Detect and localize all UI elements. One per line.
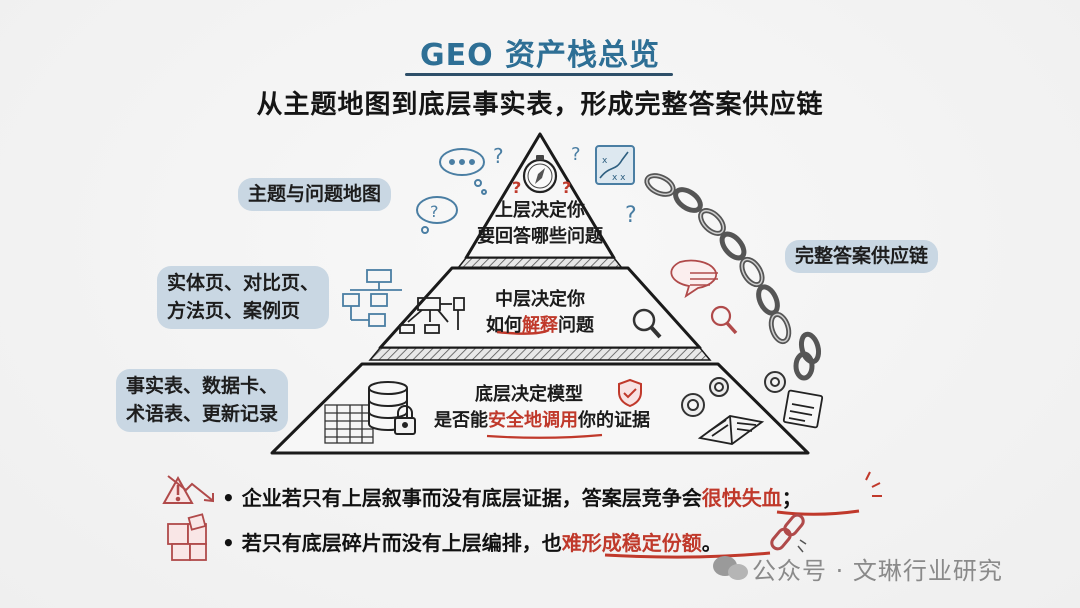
label-text-line2: 方法页、案例页 [167, 299, 301, 322]
label-text-line1: 实体页、对比页、 [167, 272, 320, 294]
bullet-text: 若只有底层碎片而没有上层编排，也 [241, 531, 562, 555]
puzzle-icon [167, 513, 207, 561]
label-text: 完整答案供应链 [795, 245, 929, 267]
highlight-underline [776, 509, 860, 516]
magnifier-icon [710, 305, 738, 335]
svg-text:x: x [602, 156, 608, 166]
emphasis-marks-icon [865, 471, 882, 497]
bullet-item: • 若只有底层碎片而没有上层编排，也难形成稳定份额。 [222, 527, 722, 556]
text-suffix: 问题 [558, 315, 594, 337]
shield-check-icon [618, 378, 642, 408]
title-underline [405, 73, 673, 76]
text-suffix: 你的证据 [578, 410, 650, 432]
thought-bubble-icon [439, 148, 487, 195]
highlight-underline [604, 551, 771, 559]
label-answer-supply-chain: 完整答案供应链 [785, 240, 939, 273]
page-title: GEO 资产栈总览 [419, 38, 661, 73]
bottom-tier-text: 底层决定模型 是否能安全地调用你的证据 [412, 382, 672, 434]
middle-tier-text: 中层决定你 如何解释问题 [440, 287, 640, 339]
question-mark-icon: ? [571, 144, 581, 165]
warning-decline-icon [162, 475, 214, 504]
tier-line1: 上层决定你 [495, 200, 585, 221]
tier-line2: 要回答哪些问题 [477, 226, 603, 248]
notepad-icon [782, 389, 824, 429]
magnifier-icon [632, 308, 662, 339]
tier-line1: 中层决定你 [495, 289, 585, 310]
bullet-suffix: ； [781, 486, 802, 510]
lock-icon [394, 405, 416, 435]
bullet-highlight: 很快失血 [701, 486, 782, 510]
bullet-highlight: 难形成稳定份额 [561, 531, 702, 555]
text-highlight: 安全地调用 [488, 410, 578, 432]
flowchart-icon [342, 269, 402, 327]
highlight-underline [496, 328, 550, 335]
question-mark-icon: ? [512, 178, 521, 197]
question-mark-icon: ? [562, 178, 571, 197]
text-prefix: 是否能 [434, 410, 488, 432]
page-subtitle: 从主题地图到底层事实表，形成完整答案供应链 [256, 90, 824, 120]
text-highlight: 解释 [522, 315, 558, 337]
thought-bubble-icon [416, 196, 458, 234]
bullet-dot: • [222, 486, 235, 510]
text-prefix: 如何 [486, 315, 522, 337]
map-strategy-icon: x x x [595, 145, 635, 185]
watermark: 公众号 · 文琳行业研究 [752, 557, 1003, 585]
label-text-line1: 事实表、数据卡、 [126, 375, 279, 397]
speech-bubble-icon [670, 259, 718, 299]
label-content-pages: 实体页、对比页、 方法页、案例页 [157, 266, 330, 330]
question-mark-icon: ? [625, 203, 637, 228]
bullet-suffix: 。 [701, 531, 722, 555]
highlight-underline [486, 433, 603, 439]
tier-line2: 如何解释问题 [440, 313, 640, 339]
pyramid-top-tier [456, 132, 624, 269]
question-mark-icon: ? [430, 202, 439, 221]
gears-icon [681, 371, 786, 417]
spreadsheet-icon [324, 404, 374, 444]
question-mark-icon: ? [493, 144, 504, 168]
bullet-item: • 企业若只有上层叙事而没有底层证据，答案层竞争会很快失血； [222, 482, 802, 511]
bullet-dot: • [222, 531, 235, 555]
label-topic-question-map: 主题与问题地图 [238, 178, 392, 211]
label-data-assets: 事实表、数据卡、 术语表、更新记录 [116, 369, 289, 433]
broken-link-icon [770, 513, 805, 551]
pyramid-middle-tier [368, 266, 712, 361]
bullet-text: 企业若只有上层叙事而没有底层证据，答案层竞争会 [241, 486, 702, 510]
tier-line1: 底层决定模型 [475, 384, 583, 405]
label-text-line2: 术语表、更新记录 [126, 402, 279, 425]
flowchart-icon [399, 297, 465, 334]
label-text: 主题与问题地图 [248, 183, 382, 205]
svg-text:x x: x x [612, 173, 626, 183]
open-book-icon [697, 415, 765, 445]
top-tier-text: 上层决定你 要回答哪些问题 [440, 198, 640, 250]
wechat-icon [713, 556, 748, 580]
tier-line2: 是否能安全地调用你的证据 [412, 408, 672, 434]
compass-icon [522, 155, 558, 194]
